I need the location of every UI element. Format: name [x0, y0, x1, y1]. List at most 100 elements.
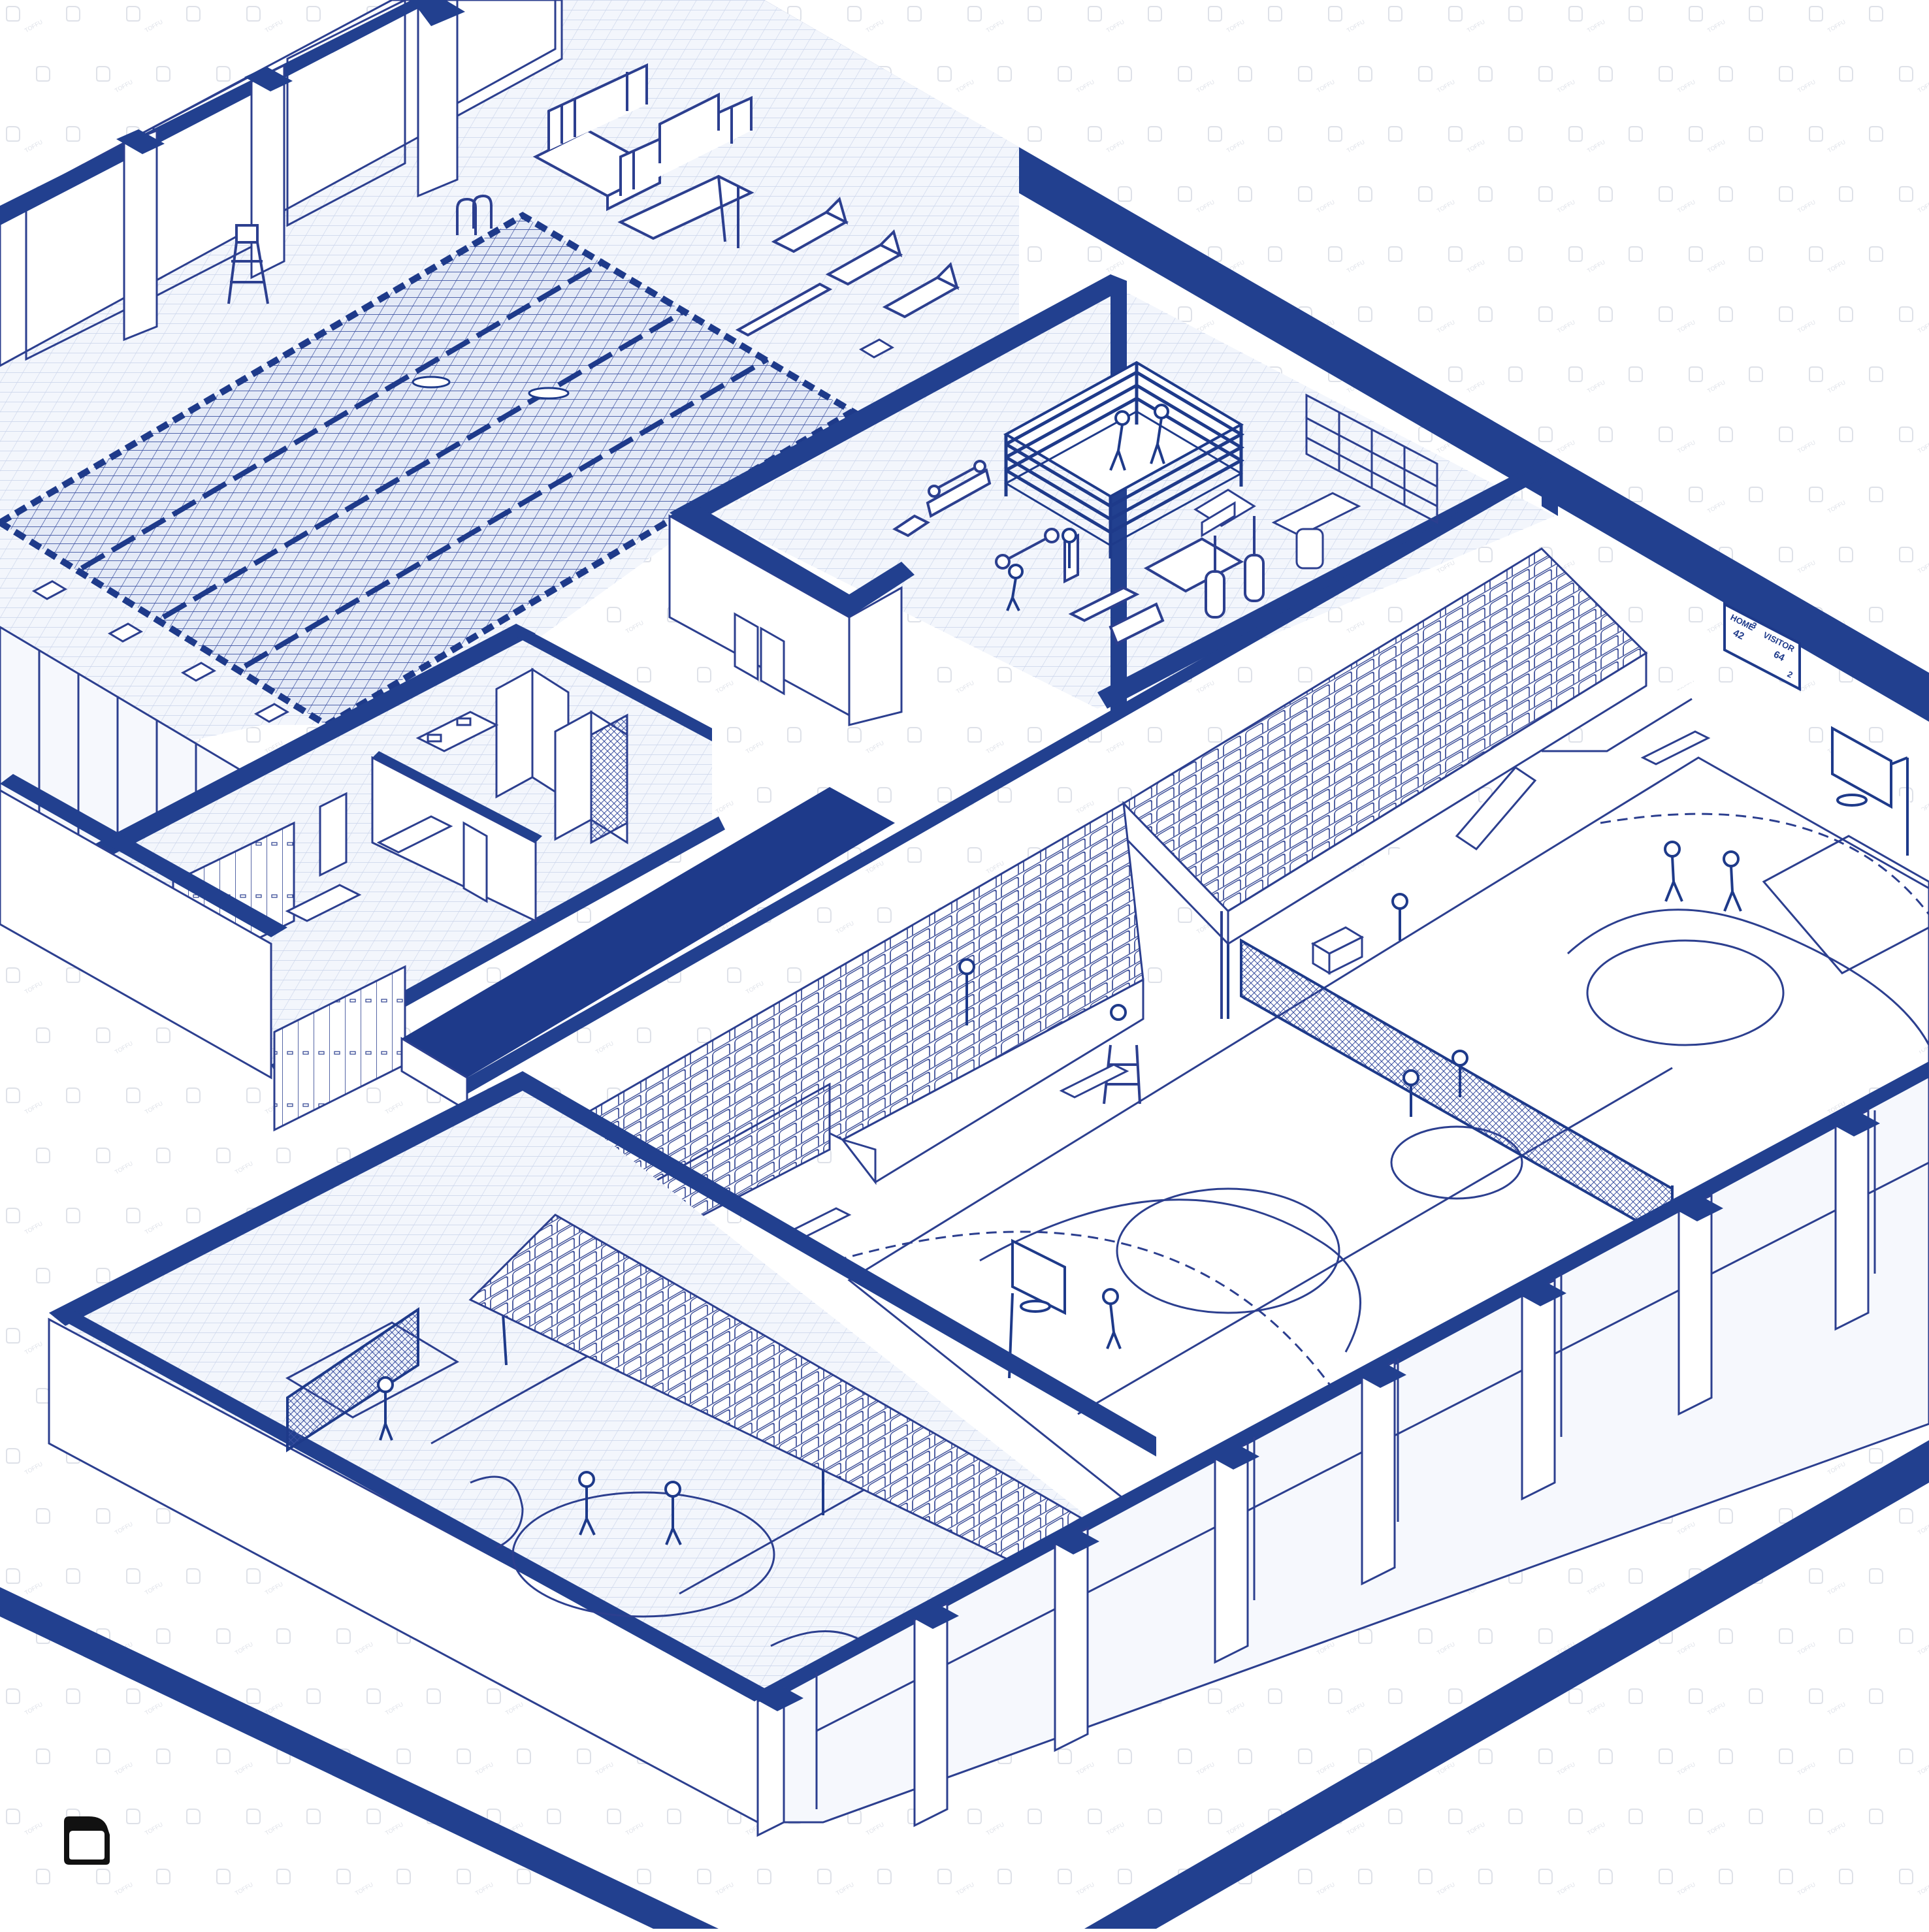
watermark-text: TOFFU — [1796, 319, 1817, 334]
watermark-cube-icon — [397, 1748, 411, 1764]
watermark-cube-icon — [66, 126, 80, 142]
watermark-cube-icon — [1689, 607, 1703, 622]
watermark-cube-icon — [1508, 126, 1523, 142]
watermark-cube-icon — [877, 907, 892, 923]
watermark-text: TOFFU — [1586, 138, 1606, 154]
sun-loungers — [771, 197, 960, 319]
watermark-cube-icon — [1749, 487, 1763, 502]
watermark-text: TOFFU — [1556, 1881, 1576, 1897]
watermark-cube-icon — [967, 727, 982, 743]
watermark-text: TOFFU — [1195, 199, 1216, 214]
watermark-cube-icon — [1298, 1748, 1312, 1764]
watermark-cube-icon — [877, 1869, 892, 1884]
boxing-gym — [668, 274, 1558, 726]
watermark-cube-icon — [1028, 6, 1042, 22]
arena-north-wall — [467, 457, 1555, 1094]
watermark-cube-icon — [1148, 6, 1162, 22]
watermark-cube-icon — [1869, 727, 1883, 743]
boxers — [1109, 404, 1169, 471]
watermark-cube-icon — [1268, 126, 1282, 142]
pool-bench — [735, 282, 833, 337]
middle-grandstand — [566, 801, 1144, 1243]
watermark-text: TOFFU — [1436, 199, 1456, 214]
watermark-cube-icon — [1899, 1869, 1913, 1884]
watermark-cube-icon — [36, 1148, 50, 1163]
watermark-cube-icon — [1028, 727, 1042, 743]
watermark-cube-icon — [1418, 306, 1433, 322]
watermark-cube-icon — [1629, 6, 1643, 22]
watermark-text: TOFFU — [1826, 1581, 1847, 1596]
watermark-cube-icon — [1148, 967, 1162, 983]
watermark-cube-icon — [1869, 1568, 1883, 1584]
pool-edge — [0, 212, 859, 729]
watermark-cube-icon — [1328, 6, 1342, 22]
watermark-cube-icon — [6, 6, 20, 22]
watermark-cube-icon — [126, 1208, 140, 1223]
watermark-cube-icon — [1538, 427, 1553, 442]
watermark-cube-icon — [1689, 1688, 1703, 1704]
watermark-text: TOFFU — [1556, 1761, 1576, 1777]
watermark-text: TOFFU — [715, 679, 735, 695]
scoreboard-home-score: 42 — [1731, 627, 1746, 642]
watermark-cube-icon — [1839, 547, 1853, 562]
watermark-cube-icon — [96, 1508, 110, 1524]
watermark-cube-icon — [1358, 306, 1372, 322]
watermark-text: TOFFU — [24, 980, 44, 995]
watermark-cube-icon — [1689, 487, 1703, 502]
watermark-cube-icon — [1899, 547, 1913, 562]
watermark-cube-icon — [1629, 607, 1643, 622]
watermark-cube-icon — [1298, 66, 1312, 82]
watermark-cube-icon — [727, 967, 741, 983]
watermark-text: TOFFU — [114, 1881, 134, 1897]
watermark-text: TOFFU — [1316, 1881, 1336, 1897]
watermark-cube-icon — [66, 967, 80, 983]
watermark-cube-icon — [306, 6, 321, 22]
watermark-cube-icon — [1448, 366, 1463, 382]
watermark-cube-icon — [1839, 186, 1853, 202]
watermark-cube-icon — [126, 1809, 140, 1824]
watermark-cube-icon — [1268, 1688, 1282, 1704]
watermark-text: TOFFU — [24, 1220, 44, 1236]
boxing-ring — [1003, 361, 1245, 558]
watermark-text: TOFFU — [264, 1581, 284, 1596]
watermark-cube-icon — [727, 1809, 741, 1824]
starting-blocks — [31, 338, 895, 723]
watermark-text: TOFFU — [1436, 78, 1456, 94]
watermark-cube-icon — [1749, 246, 1763, 262]
watermark-cube-icon — [1388, 126, 1402, 142]
watermark-text: TOFFU — [1105, 1821, 1126, 1837]
watermark-cube-icon — [1238, 186, 1252, 202]
watermark-cube-icon — [397, 1869, 411, 1884]
watermark-text: TOFFU — [715, 1881, 735, 1897]
watermark-cube-icon — [1478, 1748, 1493, 1764]
gym-double-door — [734, 612, 785, 696]
watermark-cube-icon — [1899, 1748, 1913, 1764]
watermark-text: TOFFU — [1826, 18, 1847, 34]
watermark-text: TOFFU — [1466, 379, 1486, 394]
watermark-cube-icon — [186, 1568, 201, 1584]
watermark-text: TOFFU — [1676, 439, 1696, 455]
main-arena — [719, 679, 1929, 1562]
watermark-cube-icon — [96, 1027, 110, 1043]
watermark-cube-icon — [1088, 246, 1102, 262]
watermark-cube-icon — [1689, 366, 1703, 382]
pool-wall-top — [0, 0, 434, 225]
watermark-cube-icon — [1088, 1809, 1102, 1824]
watermark-text: TOFFU — [1105, 138, 1126, 154]
watermark-cube-icon — [1899, 1508, 1913, 1524]
watermark-cube-icon — [1238, 66, 1252, 82]
watermark-cube-icon — [1659, 427, 1673, 442]
shower-cubicles — [495, 668, 628, 845]
watermark-text: TOFFU — [1346, 1821, 1366, 1837]
watermark-text: TOFFU — [234, 1881, 254, 1897]
watermark-cube-icon — [1388, 246, 1402, 262]
watermark-cube-icon — [1839, 1748, 1853, 1764]
watermark-text: TOFFU — [1826, 1460, 1847, 1476]
watermark-cube-icon — [216, 1628, 231, 1644]
watermark-cube-icon — [6, 1208, 20, 1223]
watermark-text: TOFFU — [1917, 1881, 1929, 1897]
watermark-text: TOFFU — [1917, 319, 1929, 334]
watermark-cube-icon — [1659, 66, 1673, 82]
watermark-cube-icon — [1568, 1688, 1583, 1704]
